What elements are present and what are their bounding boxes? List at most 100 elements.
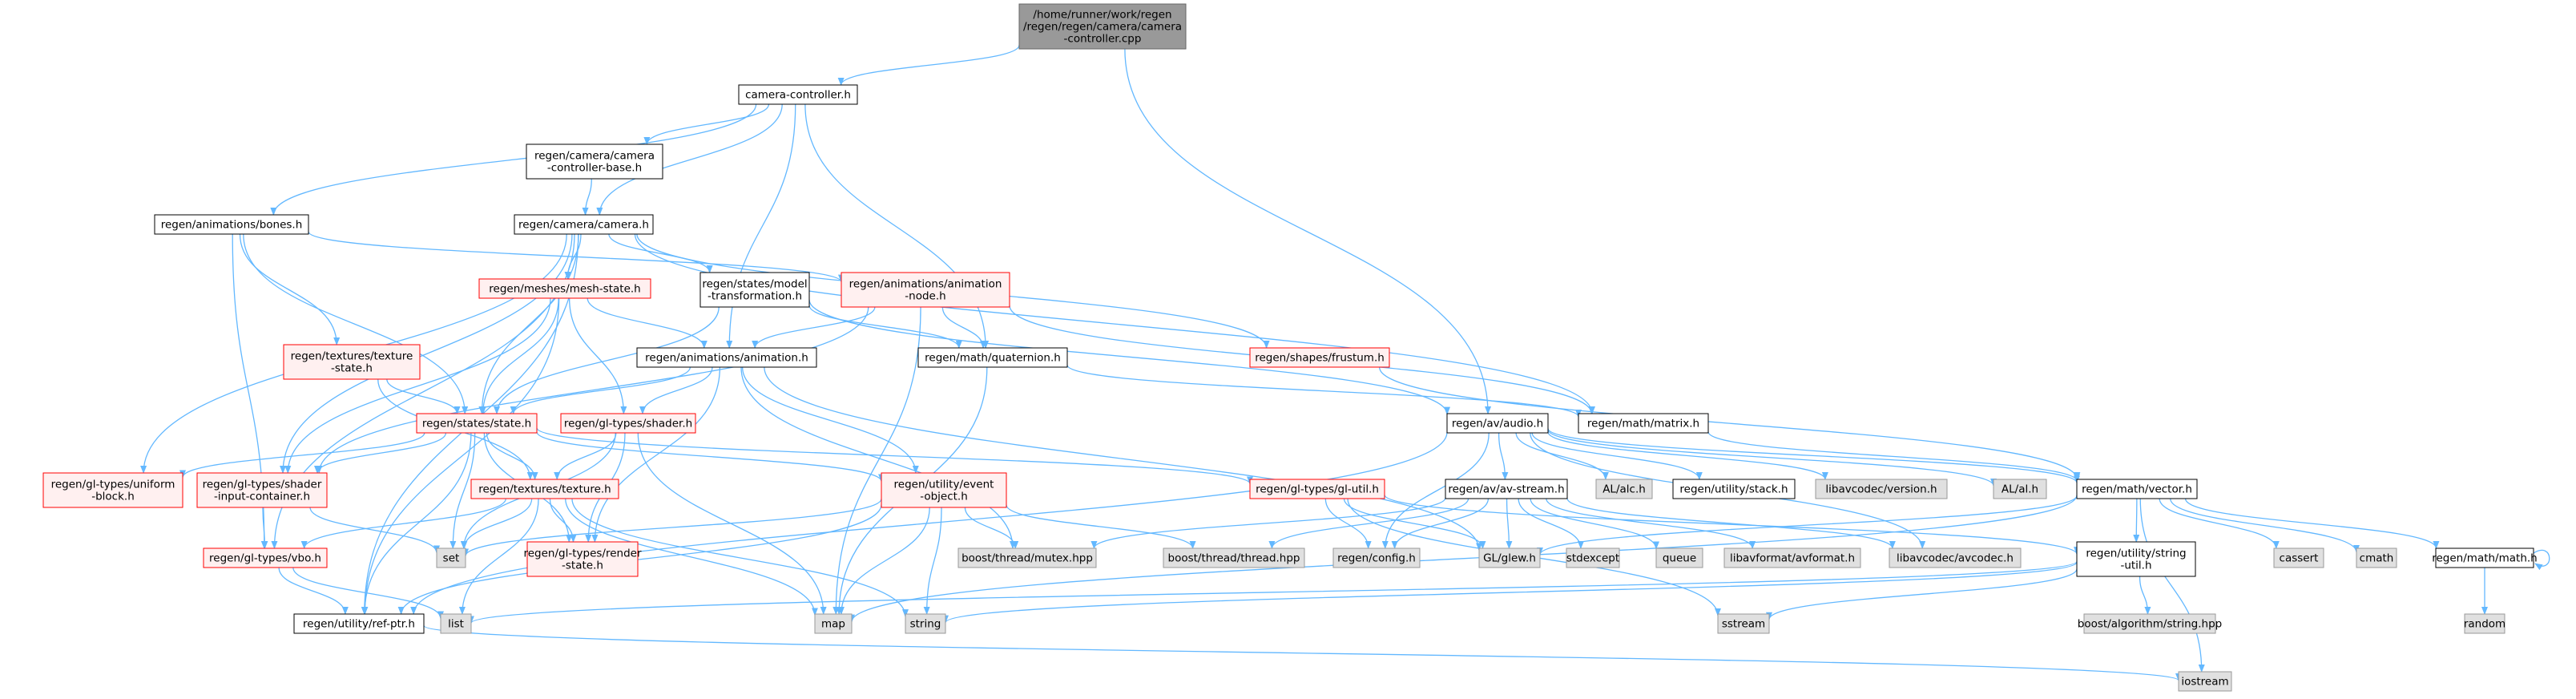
- node-box: [514, 214, 654, 235]
- node-stack[interactable]: regen/utility/stack.h: [1672, 479, 1796, 499]
- node-alc: AL/alc.h: [1595, 479, 1653, 499]
- edge-bones-to-states: [243, 233, 469, 414]
- node-label: regen/animations/animation.h: [645, 352, 808, 365]
- edge-eventobject-to-set: [462, 498, 882, 557]
- edge-vector-to-stringutil: [2133, 498, 2140, 543]
- node-label: regen/gl-types/vbo.h: [209, 552, 321, 565]
- node-box: [2356, 547, 2397, 568]
- edge-vector-to-glew: [1537, 495, 2078, 556]
- node-box: [436, 547, 466, 568]
- node-box: [293, 613, 425, 634]
- node-al: AL/al.h: [1993, 479, 2047, 499]
- node-states[interactable]: regen/states/state.h: [416, 413, 538, 434]
- edge-animation-to-shader: [639, 366, 713, 414]
- node-vbo[interactable]: regen/gl-types/vbo.h: [203, 547, 328, 568]
- edge-eventobject-to-mutex: [964, 507, 1019, 549]
- node-label: regen/gl-types/render: [523, 547, 641, 560]
- node-matrix[interactable]: regen/math/matrix.h: [1578, 413, 1709, 434]
- node-label: -node.h: [905, 290, 945, 303]
- edge-animnode-to-shaderinput: [316, 306, 869, 474]
- node-label: regen/av/audio.h: [1452, 418, 1543, 430]
- edge-audio-to-refptr: [410, 432, 1448, 615]
- node-texstate[interactable]: regen/textures/texture-state.h: [283, 344, 421, 380]
- node-map: map: [814, 613, 853, 634]
- node-label: regen/textures/texture.h: [478, 483, 611, 496]
- node-animation[interactable]: regen/animations/animation.h: [636, 347, 817, 368]
- edge-matrix-to-vector: [1707, 431, 2080, 483]
- node-label: AL/al.h: [2002, 483, 2038, 496]
- node-box: [957, 547, 1097, 568]
- node-box: [699, 272, 810, 308]
- node-label: set: [443, 552, 460, 565]
- node-box: [905, 613, 946, 634]
- edge-animnode-to-quaternion: [941, 306, 987, 349]
- node-box: [1672, 479, 1796, 499]
- node-bones[interactable]: regen/animations/bones.h: [154, 214, 309, 235]
- node-avstream[interactable]: regen/av/av-stream.h: [1445, 479, 1568, 499]
- node-avformat: libavformat/avformat.h: [1723, 547, 1861, 568]
- edge-states-to-shaderinput: [314, 432, 447, 474]
- edge-texture-to-set: [461, 498, 533, 549]
- node-shader[interactable]: regen/gl-types/shader.h: [560, 413, 696, 434]
- node-label: regen/camera/camera.h: [518, 219, 649, 232]
- edge-vector-to-iostream: [2139, 498, 2205, 673]
- node-animnode[interactable]: regen/animations/animation-node.h: [841, 272, 1010, 308]
- edge-eventobject-to-refptr: [397, 504, 882, 615]
- node-box: [2435, 547, 2534, 568]
- node-eventobject[interactable]: regen/utility/event-object.h: [881, 472, 1007, 508]
- node-list: list: [440, 613, 472, 634]
- edge-vbo-to-refptr: [278, 567, 349, 615]
- node-renderstate[interactable]: regen/gl-types/render-state.h: [523, 541, 642, 577]
- node-stringutil[interactable]: regen/utility/string-util.h: [2076, 541, 2196, 577]
- node-refptr[interactable]: regen/utility/ref-ptr.h: [293, 613, 425, 634]
- node-box: [42, 472, 183, 508]
- node-uniformblock[interactable]: regen/gl-types/uniform-block.h: [42, 472, 183, 508]
- edge-states-to-texture: [486, 432, 538, 480]
- edge-camera-to-meshstate: [564, 233, 582, 280]
- node-label: queue: [1663, 552, 1696, 565]
- edge-stringutil-to-string: [942, 561, 2078, 624]
- edge-avstream-to-avformat: [1546, 498, 1756, 549]
- node-modeltrans[interactable]: regen/states/model-transformation.h: [699, 272, 810, 308]
- node-camctrl[interactable]: camera-controller.h: [738, 84, 858, 105]
- node-label: boost/thread/mutex.hpp: [961, 552, 1093, 565]
- node-box: [814, 613, 853, 634]
- node-meshstate[interactable]: regen/meshes/mesh-state.h: [478, 278, 651, 299]
- node-box: [2464, 613, 2505, 634]
- node-label: AL/alc.h: [1602, 483, 1646, 496]
- node-label: regen/textures/texture: [291, 350, 413, 363]
- node-box: [1332, 547, 1421, 568]
- node-label: -controller.cpp: [1064, 33, 1142, 46]
- node-root[interactable]: /home/runner/work/regen/regen/regen/came…: [1018, 3, 1187, 50]
- node-audio[interactable]: regen/av/audio.h: [1446, 413, 1549, 434]
- node-label: regen/animations/bones.h: [161, 219, 303, 232]
- node-glutil[interactable]: regen/gl-types/gl-util.h: [1249, 479, 1385, 499]
- node-shaderinput[interactable]: regen/gl-types/shader-input-container.h: [196, 472, 328, 508]
- node-box: [1655, 547, 1703, 568]
- edge-texture-to-list: [458, 498, 539, 615]
- node-frustum[interactable]: regen/shapes/frustum.h: [1249, 347, 1390, 368]
- node-label: regen/animations/animation: [849, 278, 1002, 291]
- node-vector[interactable]: regen/math/vector.h: [2076, 479, 2198, 499]
- node-label: regen/utility/string: [2086, 547, 2186, 560]
- node-box: [1993, 479, 2047, 499]
- node-box: [2178, 671, 2232, 692]
- node-quaternion[interactable]: regen/math/quaternion.h: [917, 347, 1068, 368]
- edge-camera-to-states: [478, 233, 579, 414]
- node-label: regen/states/model: [702, 278, 807, 291]
- node-label: -state.h: [562, 560, 603, 572]
- node-thread: boost/thread/thread.hpp: [1163, 547, 1305, 568]
- edge-camctrl-to-bones: [270, 103, 757, 216]
- node-mathh[interactable]: regen/math/math.h: [2432, 547, 2538, 568]
- node-camera[interactable]: regen/camera/camera.h: [514, 214, 654, 235]
- edge-audio-to-alc: [1515, 432, 1609, 480]
- node-texture[interactable]: regen/textures/texture.h: [470, 479, 619, 499]
- edge-avstream-to-thread: [1268, 498, 1469, 549]
- edge-eventobject-to-thread: [1006, 504, 1196, 549]
- edge-states-to-set: [449, 432, 476, 549]
- node-box: [917, 347, 1068, 368]
- node-ccbase[interactable]: regen/camera/camera-controller-base.h: [526, 143, 663, 180]
- node-box: [560, 413, 696, 434]
- node-label: regen/states/state.h: [422, 418, 531, 430]
- node-libavversion: libavcodec/version.h: [1815, 479, 1948, 499]
